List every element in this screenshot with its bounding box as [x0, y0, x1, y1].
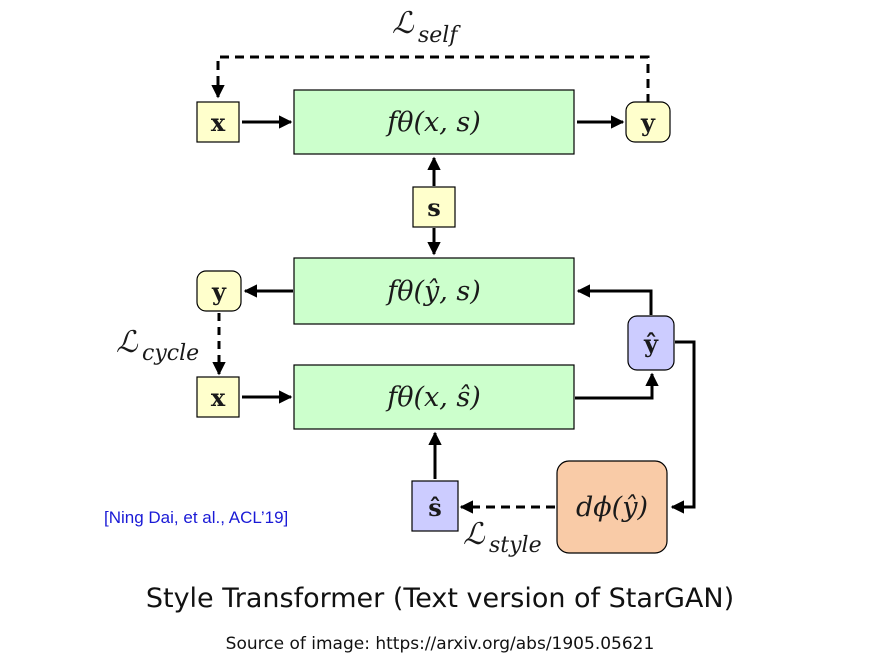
- node-x-bottom: x: [196, 376, 240, 418]
- discriminator: dϕ(ŷ): [556, 460, 668, 554]
- citation-text: [Ning Dai, et al., ACL’19]: [104, 508, 289, 527]
- loss-self-arrow: [211, 55, 650, 103]
- loss-self-label: ℒ self: [392, 6, 461, 48]
- svg-text:cycle: cycle: [142, 341, 199, 366]
- arrow-yhat-to-disc: [670, 340, 696, 514]
- svg-text:s: s: [427, 193, 441, 222]
- svg-text:y: y: [640, 108, 656, 137]
- svg-text:ℒ: ℒ: [116, 325, 139, 360]
- arrow-yhat-to-gen-mid: [576, 284, 653, 315]
- svg-text:style: style: [489, 533, 542, 558]
- node-x-top: x: [196, 101, 240, 143]
- svg-text:ŷ: ŷ: [643, 329, 659, 358]
- generator-top: fθ(x, s): [293, 89, 575, 155]
- image-source: Source of image: https://arxiv.org/abs/1…: [225, 634, 655, 654]
- node-yhat: ŷ: [627, 315, 675, 371]
- svg-text:ŝ: ŝ: [428, 493, 442, 522]
- svg-text:dϕ(ŷ): dϕ(ŷ): [576, 492, 648, 523]
- node-shat: ŝ: [411, 480, 459, 532]
- node-y-top: y: [625, 101, 671, 143]
- node-y-middle: y: [196, 270, 242, 312]
- node-s: s: [412, 186, 456, 228]
- svg-text:ℒ: ℒ: [392, 6, 415, 41]
- svg-text:fθ(x, ŝ): fθ(x, ŝ): [385, 382, 481, 413]
- svg-text:x: x: [211, 383, 226, 412]
- generator-bottom: fθ(x, ŝ): [293, 364, 575, 430]
- svg-text:fθ(ŷ, s): fθ(ŷ, s): [385, 276, 481, 307]
- arrow-gen-bottom-to-yhat: [575, 372, 659, 400]
- style-transformer-diagram: ℒ self x fθ(x, s) y s fθ(ŷ, s) y ℒ cycle: [116, 6, 696, 558]
- svg-text:self: self: [418, 23, 461, 48]
- svg-text:y: y: [211, 277, 227, 306]
- loss-cycle-label: ℒ cycle: [116, 325, 199, 366]
- loss-style-label: ℒ style: [463, 517, 542, 558]
- svg-text:fθ(x, s): fθ(x, s): [385, 107, 481, 138]
- svg-text:x: x: [211, 108, 226, 137]
- svg-text:ℒ: ℒ: [463, 517, 486, 552]
- slide-caption: Style Transformer (Text version of StarG…: [145, 583, 735, 614]
- generator-middle: fθ(ŷ, s): [293, 257, 575, 325]
